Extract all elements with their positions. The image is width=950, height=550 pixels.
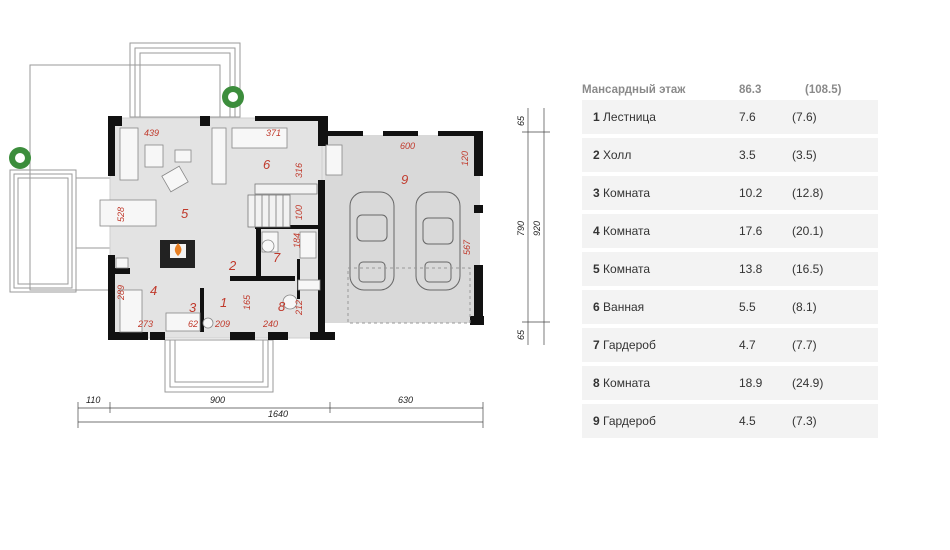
dim-label: 212 — [294, 300, 304, 316]
tree-icon — [9, 86, 244, 169]
room-number: 5 — [593, 262, 600, 276]
room-area: 5.5 — [739, 300, 756, 314]
table-row: 3 Комната 10.2 (12.8) — [582, 176, 878, 210]
inner-dimensions: 439 371 600 120 316 100 528 289 273 62 2… — [116, 128, 472, 329]
room-number: 1 — [593, 110, 600, 124]
room-name: Комната — [603, 224, 651, 238]
car-icon — [349, 191, 461, 291]
room-name: Комната — [603, 186, 651, 200]
room-total: (8.1) — [792, 300, 817, 314]
area-table-header: Мансардный этаж 86.3 (108.5) — [582, 80, 878, 100]
room-name: Холл — [603, 148, 632, 162]
dim-label: 273 — [137, 319, 153, 329]
table-row: 1 Лестница 7.6 (7.6) — [582, 100, 878, 134]
room-total: (24.9) — [792, 376, 824, 390]
room-area: 4.5 — [739, 414, 756, 428]
room-number: 7 — [593, 338, 600, 352]
room-total: (16.5) — [792, 262, 824, 276]
room-labels: 1 2 3 4 5 6 7 8 9 — [150, 157, 408, 315]
dim-label: 110 — [86, 395, 100, 405]
dim-label: 630 — [398, 395, 413, 405]
room-name: Ванная — [603, 300, 645, 314]
room-name: Лестница — [603, 110, 656, 124]
room-number: 8 — [593, 376, 600, 390]
room-total: (20.1) — [792, 224, 824, 238]
room-area: 4.7 — [739, 338, 756, 352]
room-area: 18.9 — [739, 376, 763, 390]
dim-label: 100 — [294, 205, 304, 220]
table-row: 8 Комната 18.9 (24.9) — [582, 366, 878, 400]
dim-label: 900 — [210, 395, 225, 405]
room-number: 4 — [593, 224, 600, 238]
room-name: Гардероб — [603, 414, 656, 428]
dim-label: 790 — [516, 221, 526, 236]
dim-label: 528 — [116, 207, 126, 222]
staircase — [247, 183, 318, 228]
room-label: 9 — [401, 172, 408, 187]
table-row: 9 Гардероб 4.5 (7.3) — [582, 404, 878, 438]
floor-plan: 1 2 3 4 5 6 7 8 9 439 371 600 120 316 10… — [9, 42, 550, 428]
room-area: 17.6 — [739, 224, 763, 238]
dim-label: 289 — [116, 285, 126, 301]
outer-dimension-lines — [77, 108, 550, 428]
dim-label: 62 — [188, 319, 198, 329]
table-row: 2 Холл 3.5 (3.5) — [582, 138, 878, 172]
room-name: Гардероб — [603, 338, 656, 352]
table-row: 6 Ванная 5.5 (8.1) — [582, 290, 878, 324]
outer-dimensions: 110 900 630 1640 65 790 920 65 — [86, 115, 542, 419]
room-total: (7.6) — [792, 110, 817, 124]
room-total: (3.5) — [792, 148, 817, 162]
room-area: 10.2 — [739, 186, 763, 200]
room-name: Комната — [603, 262, 651, 276]
table-row: 4 Комната 17.6 (20.1) — [582, 214, 878, 248]
fireplace-icon — [160, 240, 195, 268]
dim-label: 165 — [242, 294, 252, 310]
dim-label: 1640 — [268, 409, 288, 419]
dim-label: 240 — [262, 319, 278, 329]
dim-label: 209 — [214, 319, 230, 329]
room-name: Комната — [603, 376, 651, 390]
room-label: 8 — [278, 299, 286, 314]
dim-label: 184 — [292, 233, 302, 248]
room-label: 2 — [228, 258, 237, 273]
dim-label: 600 — [400, 141, 415, 151]
table-row: 7 Гардероб 4.7 (7.7) — [582, 328, 878, 362]
garage-dash — [347, 267, 471, 324]
room-number: 9 — [593, 414, 600, 428]
room-area: 3.5 — [739, 148, 756, 162]
room-number: 2 — [593, 148, 600, 162]
room-total: (12.8) — [792, 186, 824, 200]
dim-label: 316 — [294, 163, 304, 178]
table-row: 5 Комната 13.8 (16.5) — [582, 252, 878, 286]
room-total: (7.3) — [792, 414, 817, 428]
area-table: Мансардный этаж 86.3 (108.5) 1 Лестница 7… — [582, 80, 878, 442]
room-number: 3 — [593, 186, 600, 200]
room-number: 6 — [593, 300, 600, 314]
dim-label: 120 — [460, 151, 470, 166]
room-label: 1 — [220, 295, 227, 310]
room-label: 3 — [189, 300, 197, 315]
dim-label: 65 — [516, 329, 526, 340]
dim-label: 567 — [462, 239, 472, 255]
room-label: 6 — [263, 157, 271, 172]
dim-label: 65 — [516, 115, 526, 126]
floor-area: 86.3 — [739, 84, 762, 96]
room-label: 7 — [273, 250, 281, 265]
dim-label: 371 — [266, 128, 281, 138]
floor-name: Мансардный этаж — [582, 84, 686, 96]
dim-label: 439 — [144, 128, 159, 138]
room-area: 7.6 — [739, 110, 756, 124]
room-label: 5 — [181, 206, 189, 221]
furniture — [99, 127, 343, 333]
floor-total: (108.5) — [805, 84, 842, 96]
dim-label: 920 — [532, 221, 542, 236]
room-total: (7.7) — [792, 338, 817, 352]
room-label: 4 — [150, 283, 157, 298]
walls — [108, 116, 484, 340]
room-area: 13.8 — [739, 262, 763, 276]
